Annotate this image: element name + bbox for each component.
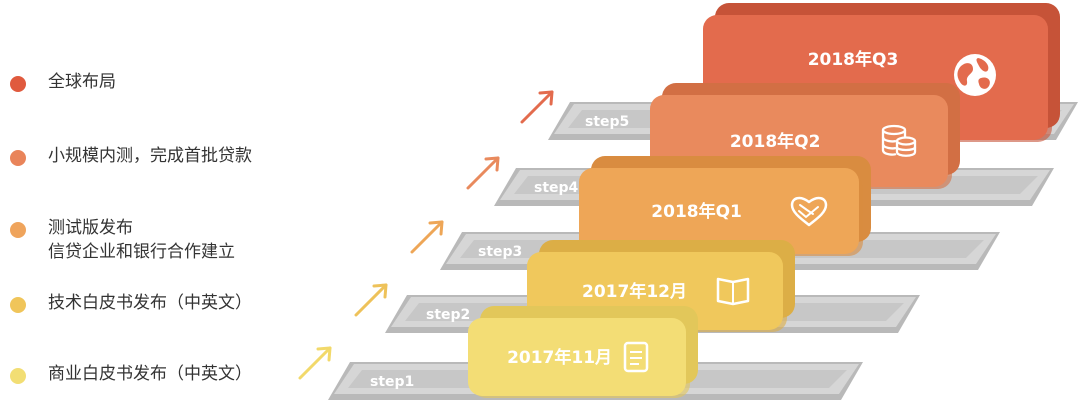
legend-item-global-layout: 全球布局 [10, 70, 116, 94]
legend-item-tech-whitepaper: 技术白皮书发布（中英文） [10, 291, 252, 315]
coin-stack [881, 130, 897, 156]
step-label: step5 [585, 114, 629, 130]
globe-land [976, 58, 989, 72]
arrow-head [316, 346, 332, 362]
coins-icon [881, 124, 917, 157]
document-outline [623, 341, 649, 373]
milestone-date: 2017年12月 [582, 281, 687, 302]
block-face [468, 318, 686, 396]
legend-line: 小规模内测，完成首批贷款 [48, 146, 252, 166]
legend-text: 测试版发布 信贷企业和银行合作建立 [48, 216, 235, 264]
step-label: step4 [534, 180, 579, 196]
handshake-heart-icon [790, 196, 828, 227]
arrow-head [372, 283, 388, 299]
book-icon [716, 277, 750, 306]
legend-dot [10, 76, 26, 92]
milestone-date: 2017年11月 [507, 347, 612, 368]
legend-line: 商业白皮书发布（中英文） [48, 364, 252, 384]
legend-dot [10, 368, 26, 384]
arrow-shaft [466, 156, 500, 190]
handshake-line [798, 206, 819, 219]
arrow-head [428, 220, 444, 236]
legend-text: 全球布局 [48, 70, 116, 94]
milestone-date: 2018年Q2 [730, 131, 821, 152]
heart-outline [790, 196, 828, 227]
arrow-shaft [410, 220, 444, 254]
step-label: step2 [426, 307, 470, 323]
milestone-block-3: 2018年Q1 [579, 156, 871, 256]
globe-land [978, 77, 990, 89]
legend-text: 小规模内测，完成首批贷款 [48, 144, 252, 168]
milestone-date: 2018年Q1 [651, 201, 742, 222]
legend-line: 信贷企业和银行合作建立 [48, 242, 235, 262]
arrow-head [484, 156, 500, 172]
handshake-line [799, 204, 814, 215]
arrow-shaft [298, 346, 332, 380]
legend-dot [10, 150, 26, 166]
arrow-shaft [354, 283, 388, 317]
document-icon [623, 341, 649, 373]
arrow-shaft [520, 90, 554, 124]
globe-icon [954, 54, 996, 96]
legend-line: 全球布局 [48, 72, 116, 92]
coin-line [895, 146, 917, 152]
legend-text: 技术白皮书发布（中英文） [48, 291, 252, 315]
legend-dot [10, 297, 26, 313]
legend-item-business-whitepaper: 商业白皮书发布（中英文） [10, 362, 252, 386]
legend-item-internal-test: 小规模内测，完成首批贷款 [10, 144, 252, 168]
step-label: step3 [478, 244, 522, 260]
coin-line [881, 143, 897, 150]
milestone-block-1: 2017年11月 [468, 306, 698, 398]
legend-item-beta-release: 测试版发布 信贷企业和银行合作建立 [10, 216, 235, 264]
legend-line: 技术白皮书发布（中英文） [48, 293, 252, 313]
legend-text: 商业白皮书发布（中英文） [48, 362, 252, 386]
legend-dot [10, 222, 26, 238]
arrow-head [538, 90, 554, 106]
step-label: step1 [370, 374, 414, 390]
globe-land [957, 63, 973, 86]
coin-stack [895, 141, 917, 157]
milestone-date: 2018年Q3 [808, 49, 899, 70]
coin-line [881, 136, 897, 143]
legend-line: 测试版发布 [48, 218, 133, 238]
block-face [579, 168, 859, 254]
